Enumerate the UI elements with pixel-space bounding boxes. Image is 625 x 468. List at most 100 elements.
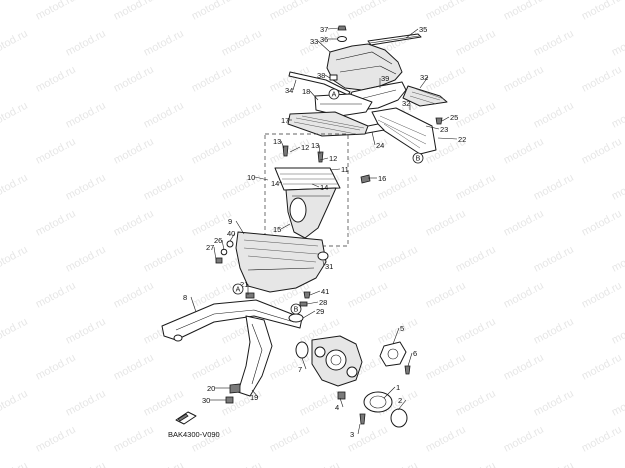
watermark-text: motod.ru (346, 280, 390, 311)
watermark-text: motod.ru (610, 460, 625, 468)
watermark-text: motod.ru (580, 424, 624, 455)
watermark-text: motod.ru (346, 0, 390, 23)
leader-lines (190, 27, 458, 435)
callout-36: 36 (320, 35, 328, 44)
watermark-text: motod.ru (454, 388, 498, 419)
watermark-text: motod.ru (610, 28, 625, 59)
watermark-text: motod.ru (610, 100, 625, 131)
watermark-text: motod.ru (220, 28, 264, 59)
watermark-text: motod.ru (424, 64, 468, 95)
callout-13: 13 (273, 137, 281, 146)
leader-line-25 (441, 116, 450, 122)
watermark-text: motod.ru (532, 460, 576, 468)
watermark-text: motod.ru (580, 64, 624, 95)
part-8-side-duct (161, 299, 303, 341)
callout-1: 1 (396, 383, 400, 392)
leader-line-3 (357, 423, 361, 435)
svg-text:B: B (416, 156, 421, 163)
watermark-text: motod.ru (502, 136, 546, 167)
leader-line-22 (437, 137, 458, 140)
leader-line-35 (405, 28, 419, 39)
watermark-text: motod.ru (376, 460, 420, 468)
callout-4: 4 (335, 403, 339, 412)
callout-32: 32 (420, 73, 428, 82)
ref-marker-a: A (328, 88, 340, 100)
ref-marker-a: A (232, 283, 244, 295)
watermark-text: motod.ru (532, 172, 576, 203)
ref-marker-b: B (290, 303, 302, 315)
callout-19: 19 (250, 393, 258, 402)
part-6-screw (404, 365, 411, 375)
callout-6: 6 (413, 349, 417, 358)
leader-line-26 (221, 239, 225, 251)
leader-line-14 (278, 181, 283, 184)
watermark-text: motod.ru (0, 460, 30, 468)
leader-line-34 (292, 79, 297, 91)
leader-line-9 (235, 220, 245, 235)
watermark-text: motod.ru (268, 424, 312, 455)
leader-line-15 (280, 223, 291, 230)
callout-27: 27 (206, 243, 214, 252)
callout-25: 25 (450, 113, 458, 122)
watermark-text: motod.ru (424, 424, 468, 455)
callout-37: 37 (320, 25, 328, 34)
leader-line-4 (339, 397, 344, 408)
watermark-text: motod.ru (424, 352, 468, 383)
air-box-assembly (215, 231, 329, 293)
callout-3: 3 (350, 430, 354, 439)
callout-11: 11 (341, 165, 349, 174)
watermark-text: motod.ru (64, 460, 108, 468)
watermark-text: motod.ru (502, 352, 546, 383)
watermark-text: motod.ru (142, 460, 186, 468)
leader-line-27 (213, 246, 217, 261)
watermark-text: motod.ru (580, 0, 624, 23)
part-13-screw-right (317, 151, 324, 163)
watermark-text: motod.ru (190, 136, 234, 167)
leader-line-37 (327, 27, 340, 30)
leader-line-13 (318, 144, 321, 155)
callout-8: 8 (183, 293, 187, 302)
watermark-text: motod.ru (34, 136, 78, 167)
part-38-clip (329, 74, 338, 81)
part-16-hose-clip (360, 174, 371, 184)
callout-12: 12 (329, 154, 337, 163)
leader-line-5 (392, 327, 400, 345)
leader-line-29 (302, 310, 316, 319)
callout-9: 9 (228, 217, 232, 226)
watermark-text: motod.ru (610, 388, 625, 419)
watermark-text: motod.ru (34, 64, 78, 95)
part-5-pulley-cover (379, 341, 407, 367)
part-21-fitting (245, 292, 255, 299)
watermark-text: motod.ru (502, 280, 546, 311)
callout-14: 14 (320, 183, 328, 192)
watermark-text: motod.ru (454, 100, 498, 131)
leader-line-14 (311, 183, 320, 188)
part-3-screw (359, 413, 366, 425)
callout-12: 12 (301, 143, 309, 152)
watermark-text: motod.ru (64, 100, 108, 131)
watermark-text: motod.ru (502, 208, 546, 239)
part-36-grommet (337, 36, 347, 42)
callout-24: 24 (376, 141, 384, 150)
part-41-bolt (303, 291, 311, 299)
part-9-air-box (235, 231, 327, 293)
leader-line-24 (371, 131, 376, 146)
watermark-text: motod.ru (34, 352, 78, 383)
watermark-text: motod.ru (298, 460, 342, 468)
part-4-sensor (337, 391, 346, 400)
watermark-text: motod.ru (424, 208, 468, 239)
leader-line-2 (397, 399, 407, 411)
leader-line-12 (289, 146, 301, 153)
watermark-text: motod.ru (34, 424, 78, 455)
watermark-text: motod.ru (0, 388, 30, 419)
watermark-text: motod.ru (112, 208, 156, 239)
callout-16: 16 (378, 174, 386, 183)
callout-34: 34 (285, 86, 293, 95)
callout-31: 31 (325, 262, 333, 271)
part-40-washer (226, 240, 234, 248)
throttle-body-assembly (311, 335, 411, 428)
leader-line-11 (329, 168, 341, 171)
filter-assembly (264, 111, 371, 247)
leader-line-41 (309, 290, 321, 296)
